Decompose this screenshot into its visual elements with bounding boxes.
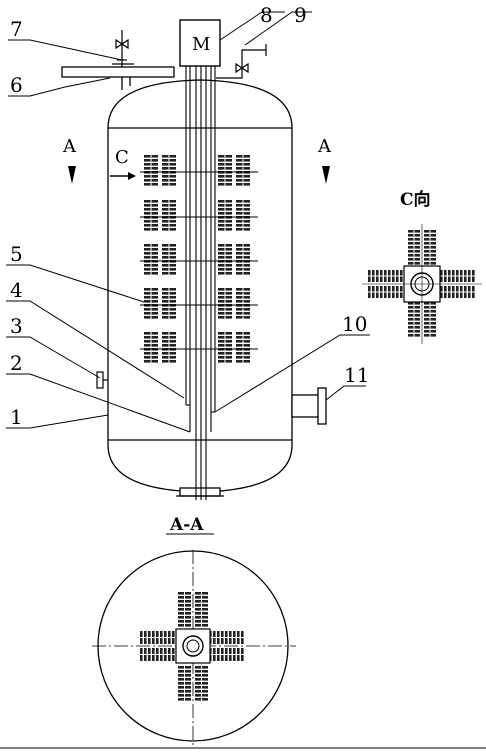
svg-text:C: C xyxy=(115,147,129,168)
motor-box xyxy=(179,19,221,67)
membrane-module xyxy=(209,631,247,644)
vessel-shell xyxy=(107,79,293,493)
vessel-body xyxy=(107,79,293,497)
svg-text:A: A xyxy=(62,136,77,157)
view-arrow-c: C xyxy=(110,147,136,180)
membrane-module xyxy=(195,592,208,628)
part-number-9: 9 xyxy=(294,3,307,27)
part-numbers: 7 6 5 4 3 2 1 8 9 10 11 xyxy=(10,3,369,429)
part-number-7: 7 xyxy=(10,17,23,41)
part-number-4: 4 xyxy=(10,278,23,302)
membrane-module xyxy=(178,592,191,628)
central-shaft xyxy=(185,66,216,500)
part-number-1: 1 xyxy=(10,405,23,429)
aa-shaft xyxy=(182,635,204,657)
membrane-module xyxy=(368,286,404,298)
side-nozzle xyxy=(291,387,327,425)
part-number-2: 2 xyxy=(10,351,23,375)
aa-section-title: A-A xyxy=(169,515,204,535)
membrane-module xyxy=(140,648,178,661)
aa-section-detail xyxy=(92,550,296,745)
membrane-module xyxy=(408,230,420,266)
motor-label: M xyxy=(192,34,210,55)
membrane-module xyxy=(368,270,404,282)
svg-text:A: A xyxy=(317,136,332,157)
level-nozzle xyxy=(96,371,108,389)
part-number-6: 6 xyxy=(10,73,23,97)
membrane-module xyxy=(178,666,191,702)
section-mark-left: A xyxy=(62,136,77,184)
leader-lines xyxy=(6,11,370,433)
membrane-module xyxy=(408,302,420,338)
part-number-5: 5 xyxy=(10,242,23,266)
membrane-module-array xyxy=(140,155,258,366)
membrane-module xyxy=(195,666,208,702)
top-valve xyxy=(112,30,134,67)
part-number-11: 11 xyxy=(344,363,369,387)
part-number-8: 8 xyxy=(260,3,273,27)
part-number-10: 10 xyxy=(342,312,367,336)
c-view-title: C向 xyxy=(400,189,431,210)
c-view-detail xyxy=(362,224,482,344)
membrane-module xyxy=(440,270,476,282)
membrane-module xyxy=(209,648,247,661)
membrane-module xyxy=(140,631,178,644)
membrane-module xyxy=(424,302,436,338)
membrane-module xyxy=(424,230,436,266)
bottom-nozzle xyxy=(179,487,221,497)
top-plate xyxy=(61,66,175,90)
inlet-pipe xyxy=(216,44,267,79)
part-number-3: 3 xyxy=(10,314,23,338)
section-mark-right: A xyxy=(317,136,332,184)
membrane-module xyxy=(440,286,476,298)
